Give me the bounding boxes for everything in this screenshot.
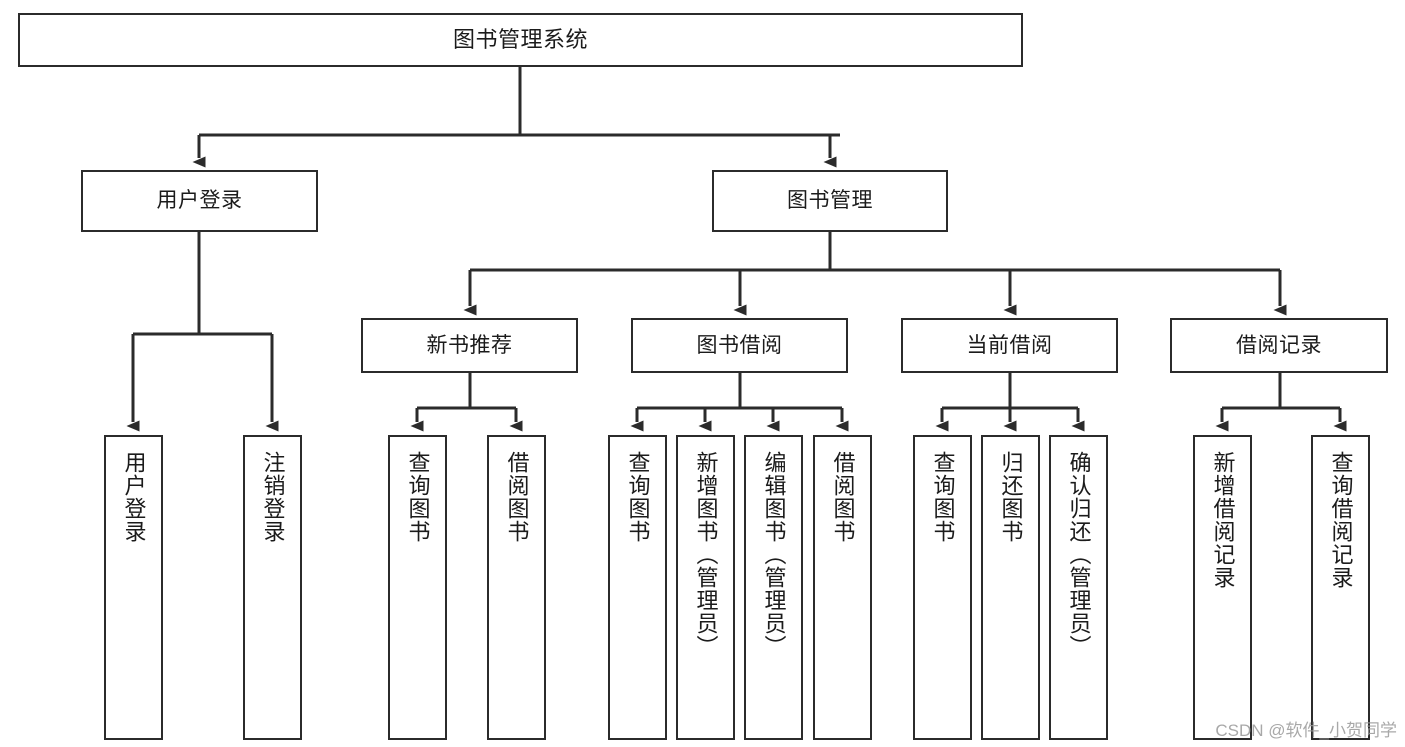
leaf-add-borrow-record-label: 新增借阅记录	[1210, 451, 1236, 589]
leaf-query-book-current[interactable]: 查询图书	[913, 435, 972, 740]
leaf-edit-book[interactable]: 编辑图书（管理员）	[744, 435, 803, 740]
leaf-confirm-return-label: 确认归还（管理员）	[1066, 451, 1092, 658]
leaf-query-book-current-label: 查询图书	[930, 451, 956, 543]
node-borrow-record-label: 借阅记录	[1236, 333, 1322, 357]
leaf-borrow-book-label: 借阅图书	[830, 451, 856, 543]
leaf-logout-label: 注销登录	[260, 451, 286, 543]
leaf-user-login[interactable]: 用户登录	[104, 435, 163, 740]
leaf-query-book-borrow-label: 查询图书	[625, 451, 651, 543]
node-root[interactable]: 图书管理系统	[18, 13, 1023, 67]
leaf-query-book-borrow[interactable]: 查询图书	[608, 435, 667, 740]
node-new-book-recommend[interactable]: 新书推荐	[361, 318, 578, 373]
node-current-borrow[interactable]: 当前借阅	[901, 318, 1118, 373]
leaf-edit-book-label: 编辑图书（管理员）	[761, 451, 787, 658]
leaf-query-borrow-record-label: 查询借阅记录	[1328, 451, 1354, 589]
leaf-return-book[interactable]: 归还图书	[981, 435, 1040, 740]
node-user-login-label: 用户登录	[156, 189, 243, 213]
leaf-query-book-recommend[interactable]: 查询图书	[388, 435, 447, 740]
leaf-add-book-label: 新增图书（管理员）	[693, 451, 719, 658]
node-book-management[interactable]: 图书管理	[712, 170, 948, 232]
node-book-borrow-label: 图书借阅	[696, 333, 783, 357]
leaf-confirm-return[interactable]: 确认归还（管理员）	[1049, 435, 1108, 740]
leaf-add-borrow-record[interactable]: 新增借阅记录	[1193, 435, 1252, 740]
leaf-user-login-label: 用户登录	[121, 451, 147, 543]
node-user-login[interactable]: 用户登录	[81, 170, 318, 232]
node-current-borrow-label: 当前借阅	[966, 333, 1053, 357]
node-new-book-recommend-label: 新书推荐	[426, 333, 513, 357]
leaf-add-book[interactable]: 新增图书（管理员）	[676, 435, 735, 740]
node-borrow-record[interactable]: 借阅记录	[1170, 318, 1388, 373]
leaf-borrow-book-recommend[interactable]: 借阅图书	[487, 435, 546, 740]
node-book-borrow[interactable]: 图书借阅	[631, 318, 848, 373]
leaf-return-book-label: 归还图书	[998, 451, 1024, 543]
leaf-borrow-book[interactable]: 借阅图书	[813, 435, 872, 740]
leaf-query-book-recommend-label: 查询图书	[405, 451, 431, 543]
node-root-label: 图书管理系统	[452, 26, 588, 52]
leaf-logout[interactable]: 注销登录	[243, 435, 302, 740]
leaf-query-borrow-record[interactable]: 查询借阅记录	[1311, 435, 1370, 740]
leaf-borrow-book-recommend-label: 借阅图书	[504, 451, 530, 543]
node-book-management-label: 图书管理	[787, 189, 873, 213]
